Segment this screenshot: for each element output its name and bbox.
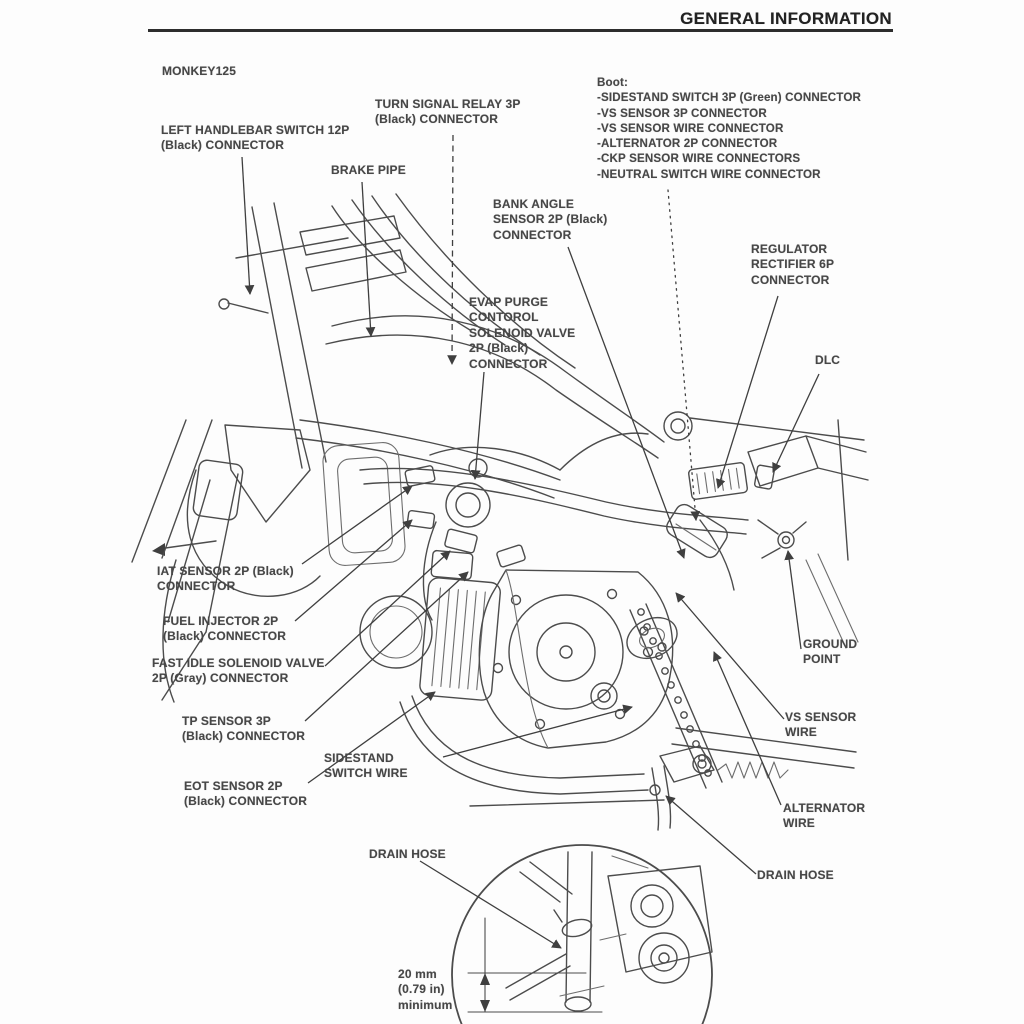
leader-tp-sensor (304, 571, 469, 722)
leader-dlc (772, 373, 820, 473)
callout-brake-pipe: BRAKE PIPE (331, 163, 406, 177)
callout-alternator-wire: ALTERNATOR WIRE (783, 801, 866, 831)
leader-eot-sensor (307, 691, 436, 784)
callout-bank-angle-sensor: BANK ANGLE SENSOR 2P (Black) CONNECTOR (493, 197, 608, 242)
air-cleaner-art (322, 442, 406, 566)
callout-boot-list: Boot: -SIDESTAND SWITCH 3P (Green) CONNE… (597, 76, 862, 181)
leader-regulator-rectifier (715, 295, 779, 489)
dimension-art (467, 917, 603, 1013)
callout-evap-purge: EVAP PURGE CONTOROL SOLENOID VALVE 2P (B… (469, 295, 576, 371)
callout-tp-sensor: TP SENSOR 3P (Black) CONNECTOR (182, 714, 306, 744)
header-rule (148, 29, 893, 32)
cylinder-art (359, 549, 501, 701)
underside-art (399, 553, 859, 831)
leader-vs-sensor-wire (675, 592, 785, 720)
leader-brake-pipe (361, 181, 376, 337)
callout-dlc: DLC (815, 353, 841, 367)
wire-harness-art (359, 411, 869, 591)
callout-left-handlebar: LEFT HANDLEBAR SWITCH 12P (Black) CONNEC… (161, 123, 350, 153)
leader-left-handlebar (241, 156, 255, 295)
leader-drain-hose-left (419, 860, 562, 949)
callout-regulator-rectifier: REGULATOR RECTIFIER 6P CONNECTOR (751, 242, 835, 287)
callout-dimension-note: 20 mm (0.79 in) minimum (398, 967, 453, 1012)
leader-fast-idle (324, 550, 451, 667)
inset-detail-art (451, 844, 713, 1024)
model-label: MONKEY125 (162, 64, 237, 78)
front-frame-art (131, 193, 576, 703)
callout-sidestand-switch-wire: SIDESTAND SWITCH WIRE (324, 751, 408, 781)
callout-fast-idle: FAST IDLE SOLENOID VALVE 2P (Gray) CONNE… (152, 656, 325, 686)
callout-vs-sensor-wire: VS SENSOR WIRE (785, 710, 857, 740)
leader-evap-purge (470, 371, 485, 480)
leader-drain-hose-right (665, 795, 757, 875)
callout-drain-hose-right: DRAIN HOSE (757, 868, 834, 882)
callout-fuel-injector: FUEL INJECTOR 2P (Black) CONNECTOR (163, 614, 287, 644)
leader-bank-angle-sensor (567, 246, 686, 559)
leader-fuel-injector (294, 519, 413, 622)
leader-turn-signal-relay (447, 134, 457, 365)
callout-turn-signal-relay: TURN SIGNAL RELAY 3P (Black) CONNECTOR (375, 97, 521, 127)
throttle-body-art (404, 446, 561, 621)
page-title: GENERAL INFORMATION (680, 9, 892, 28)
leader-lines (241, 134, 820, 949)
leader-boot (667, 189, 701, 521)
leader-alternator-wire (713, 651, 782, 806)
callout-iat-sensor: IAT SENSOR 2P (Black) CONNECTOR (157, 564, 294, 594)
callout-ground-point: GROUND POINT (803, 637, 858, 667)
callout-eot-sensor: EOT SENSOR 2P (Black) CONNECTOR (184, 779, 308, 809)
frame-spine-art (295, 315, 865, 561)
crankcase-art (478, 569, 674, 749)
leader-iat-sensor (301, 485, 413, 565)
leader-ground-point (784, 550, 802, 650)
drive-chain-art (590, 603, 723, 789)
leader-sidestand-switch-wire (442, 704, 633, 758)
callout-drain-hose-left: DRAIN HOSE (369, 847, 446, 861)
